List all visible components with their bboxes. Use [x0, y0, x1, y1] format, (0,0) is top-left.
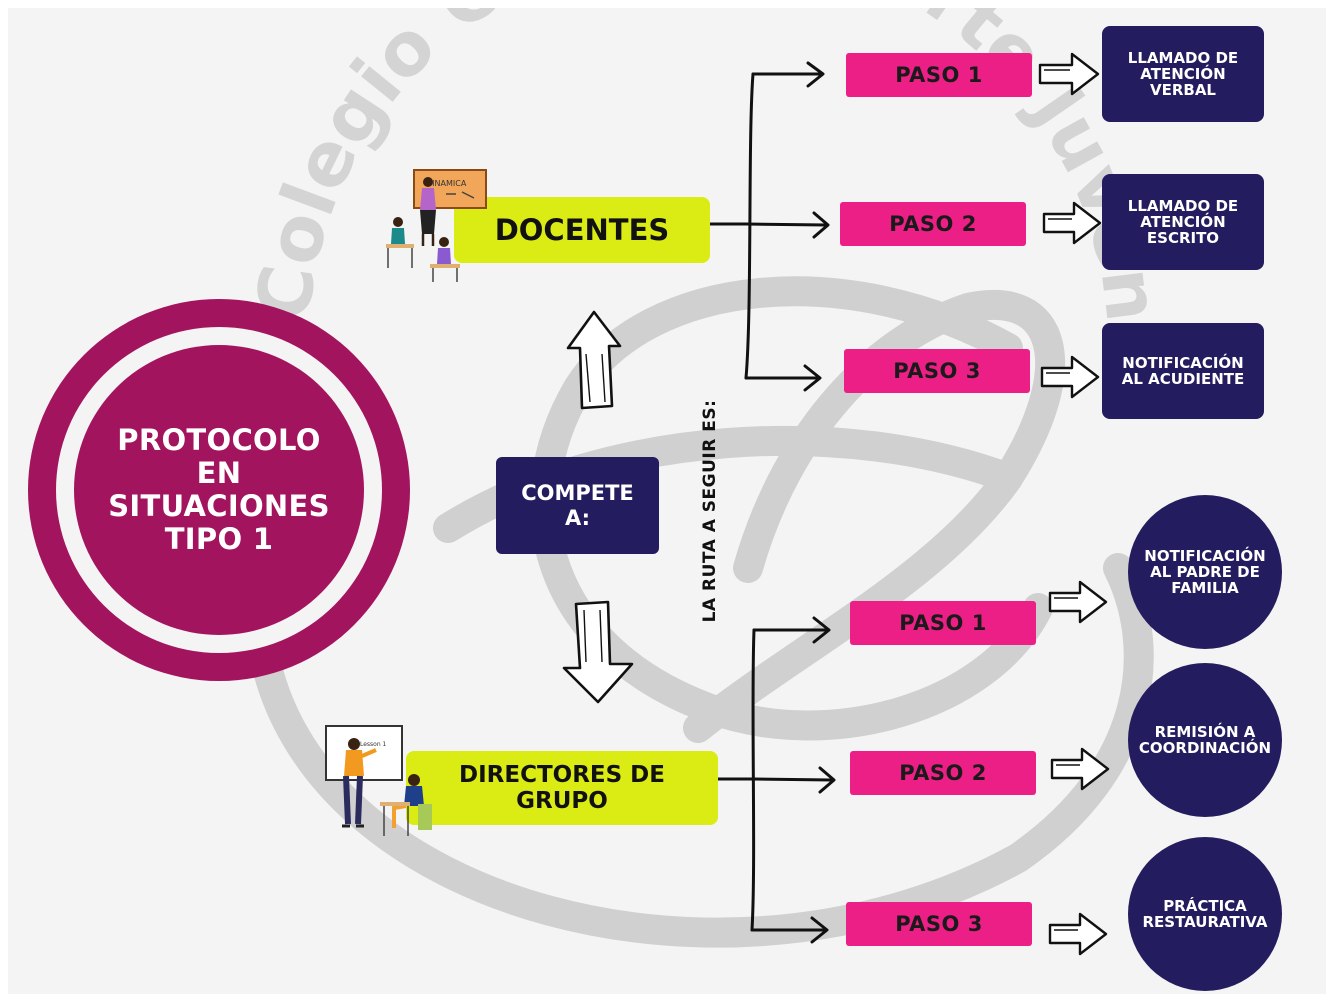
directores-paso-2: PASO 2: [850, 751, 1036, 795]
role-directores-de-grupo: DIRECTORES DE GRUPO: [406, 751, 718, 825]
docentes-result-1: LLAMADO DE ATENCIÓN VERBAL: [1102, 26, 1264, 122]
directores-result-2: REMISIÓN A COORDINACIÓN: [1128, 663, 1282, 817]
compete-box: COMPETE A:: [496, 457, 659, 554]
role-docentes-label: DOCENTES: [494, 213, 670, 247]
diagram-canvas: Colegio Centro de Arte Juvenil: [8, 8, 1326, 994]
main-title-ring: PROTOCOLO EN SITUACIONES TIPO 1: [28, 299, 410, 681]
docentes-paso-3: PASO 3: [844, 349, 1030, 393]
docentes-paso-2: PASO 2: [840, 202, 1026, 246]
docentes-result-3: NOTIFICACIÓN AL ACUDIENTE: [1102, 323, 1264, 419]
role-directores-label: DIRECTORES DE GRUPO: [459, 762, 665, 814]
classroom-board-text: DINAMICA: [426, 179, 467, 188]
compete-label: COMPETE A:: [521, 480, 634, 530]
docentes-result-2: LLAMADO DE ATENCIÓN ESCRITO: [1102, 174, 1264, 270]
main-title: PROTOCOLO EN SITUACIONES TIPO 1: [108, 423, 330, 556]
docentes-paso-1: PASO 1: [846, 53, 1032, 97]
classroom-teacher-icon: DINAMICA: [386, 169, 487, 282]
directores-result-1: NOTIFICACIÓN AL PADRE DE FAMILIA: [1128, 495, 1282, 649]
directores-result-3: PRÁCTICA RESTAURATIVA: [1128, 837, 1282, 991]
role-docentes: DOCENTES: [454, 197, 710, 263]
directores-paso-1: PASO 1: [850, 601, 1036, 645]
directores-paso-3: PASO 3: [846, 902, 1032, 946]
whiteboard-text: Lesson 1: [360, 741, 387, 748]
up-arrow-icon: [566, 310, 622, 410]
route-label-text: LA RUTA A SEGUIR ES:: [700, 399, 720, 623]
teacher-whiteboard-student-icon: Lesson 1: [325, 725, 432, 836]
down-arrow-icon: [562, 600, 634, 704]
main-title-circle: PROTOCOLO EN SITUACIONES TIPO 1: [74, 345, 364, 635]
connector-lines: [562, 52, 1110, 956]
